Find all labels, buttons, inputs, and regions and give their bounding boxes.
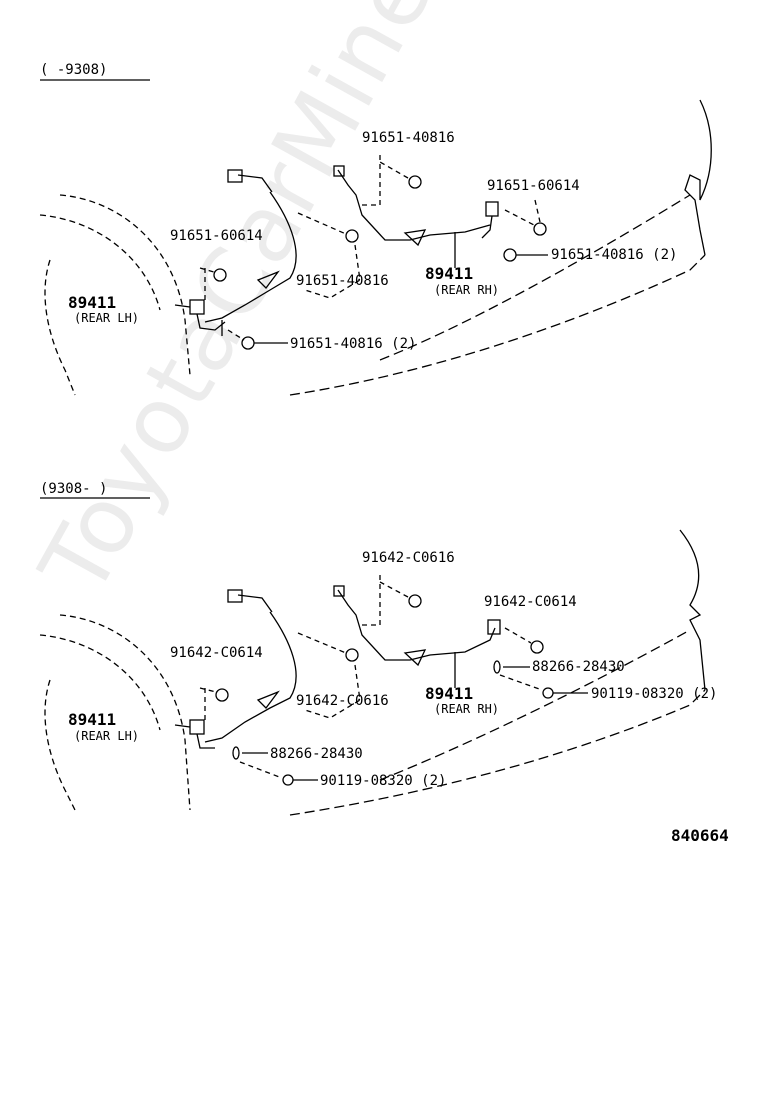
sensor-lh-side: (REAR LH)	[74, 311, 140, 325]
leaders-solid-s2	[174, 652, 588, 781]
sensor-lh-tip	[196, 733, 215, 749]
part-label[interactable]: 91651-60614	[487, 178, 580, 194]
section-2-drawing	[39, 497, 706, 816]
bolt-markers-s2	[215, 594, 554, 786]
wheel-arch-mid	[39, 214, 161, 311]
range-label-bottom: (9308- )	[40, 481, 108, 497]
leaders-dashed-s1	[199, 155, 541, 341]
harness-rh-cable	[337, 589, 496, 661]
part-label[interactable]: 91651-60614	[170, 228, 263, 244]
body-rear-edge	[684, 99, 712, 256]
body-mid-line	[379, 629, 691, 781]
wheel-outline	[44, 679, 76, 811]
wheel-arch-outer	[59, 194, 191, 376]
harness-rh-bracket	[403, 649, 427, 667]
harness-lh-bracket	[256, 270, 280, 289]
leaders-dashed-s2	[199, 575, 543, 779]
connector-lh	[227, 589, 243, 603]
sensor-lh-tip	[196, 313, 226, 331]
part-label[interactable]: 90119-08320 (2)	[320, 773, 447, 789]
sensor-lh-part-number[interactable]: 89411	[68, 293, 117, 312]
sensor-lh-body	[189, 299, 205, 315]
harness-lh-connector	[237, 174, 273, 193]
part-label[interactable]: 88266-28430	[270, 746, 363, 762]
connector-rh	[333, 585, 345, 597]
section-1-drawing	[39, 79, 712, 396]
harness-lh-cable	[204, 191, 297, 323]
sensor-rh-tip	[481, 215, 493, 239]
sensor-rh-part-number[interactable]: 89411	[425, 684, 474, 703]
sensor-rh-part-number[interactable]: 89411	[425, 264, 474, 283]
sensor-lh-part-number[interactable]: 89411	[68, 710, 117, 729]
wheel-arch-outer	[59, 614, 191, 811]
part-label[interactable]: 91642-C0616	[296, 693, 389, 709]
connector-lh	[227, 169, 243, 183]
body-lower-line	[289, 689, 706, 816]
part-label[interactable]: 91651-40816 (2)	[551, 247, 678, 263]
leaders-solid-s1	[174, 232, 548, 344]
part-label[interactable]: 90119-08320 (2)	[591, 686, 718, 702]
part-label[interactable]: 91642-C0614	[170, 645, 263, 661]
harness-rh-bracket	[403, 229, 427, 247]
range-label-top: ( -9308)	[40, 62, 108, 78]
sensor-rh-side: (REAR RH)	[434, 283, 500, 297]
part-label[interactable]: 91642-C0616	[362, 550, 455, 566]
wheel-arch-mid	[39, 634, 161, 731]
sensor-rh-side: (REAR RH)	[434, 702, 500, 716]
part-label[interactable]: 91651-40816	[362, 130, 455, 146]
harness-lh-cable	[204, 611, 297, 743]
sensor-rh-body	[487, 619, 501, 635]
wheel-outline	[44, 259, 76, 396]
harness-lh-bracket	[256, 690, 280, 709]
part-label[interactable]: 91651-40816 (2)	[290, 336, 417, 352]
body-lower-line	[289, 254, 706, 396]
sensor-lh-body	[189, 719, 205, 735]
sensor-lh-side: (REAR LH)	[74, 729, 140, 743]
part-label[interactable]: 91642-C0614	[484, 594, 577, 610]
harness-lh-connector	[237, 594, 273, 613]
body-rear-edge	[679, 529, 706, 691]
connector-rh	[333, 165, 345, 177]
part-label[interactable]: 88266-28430	[532, 659, 625, 675]
harness-rh-cable	[337, 169, 491, 241]
figure-code: 840664	[671, 826, 729, 845]
body-mid-line	[379, 194, 691, 361]
part-label[interactable]: 91651-40816	[296, 273, 389, 289]
sensor-rh-body	[485, 201, 499, 217]
